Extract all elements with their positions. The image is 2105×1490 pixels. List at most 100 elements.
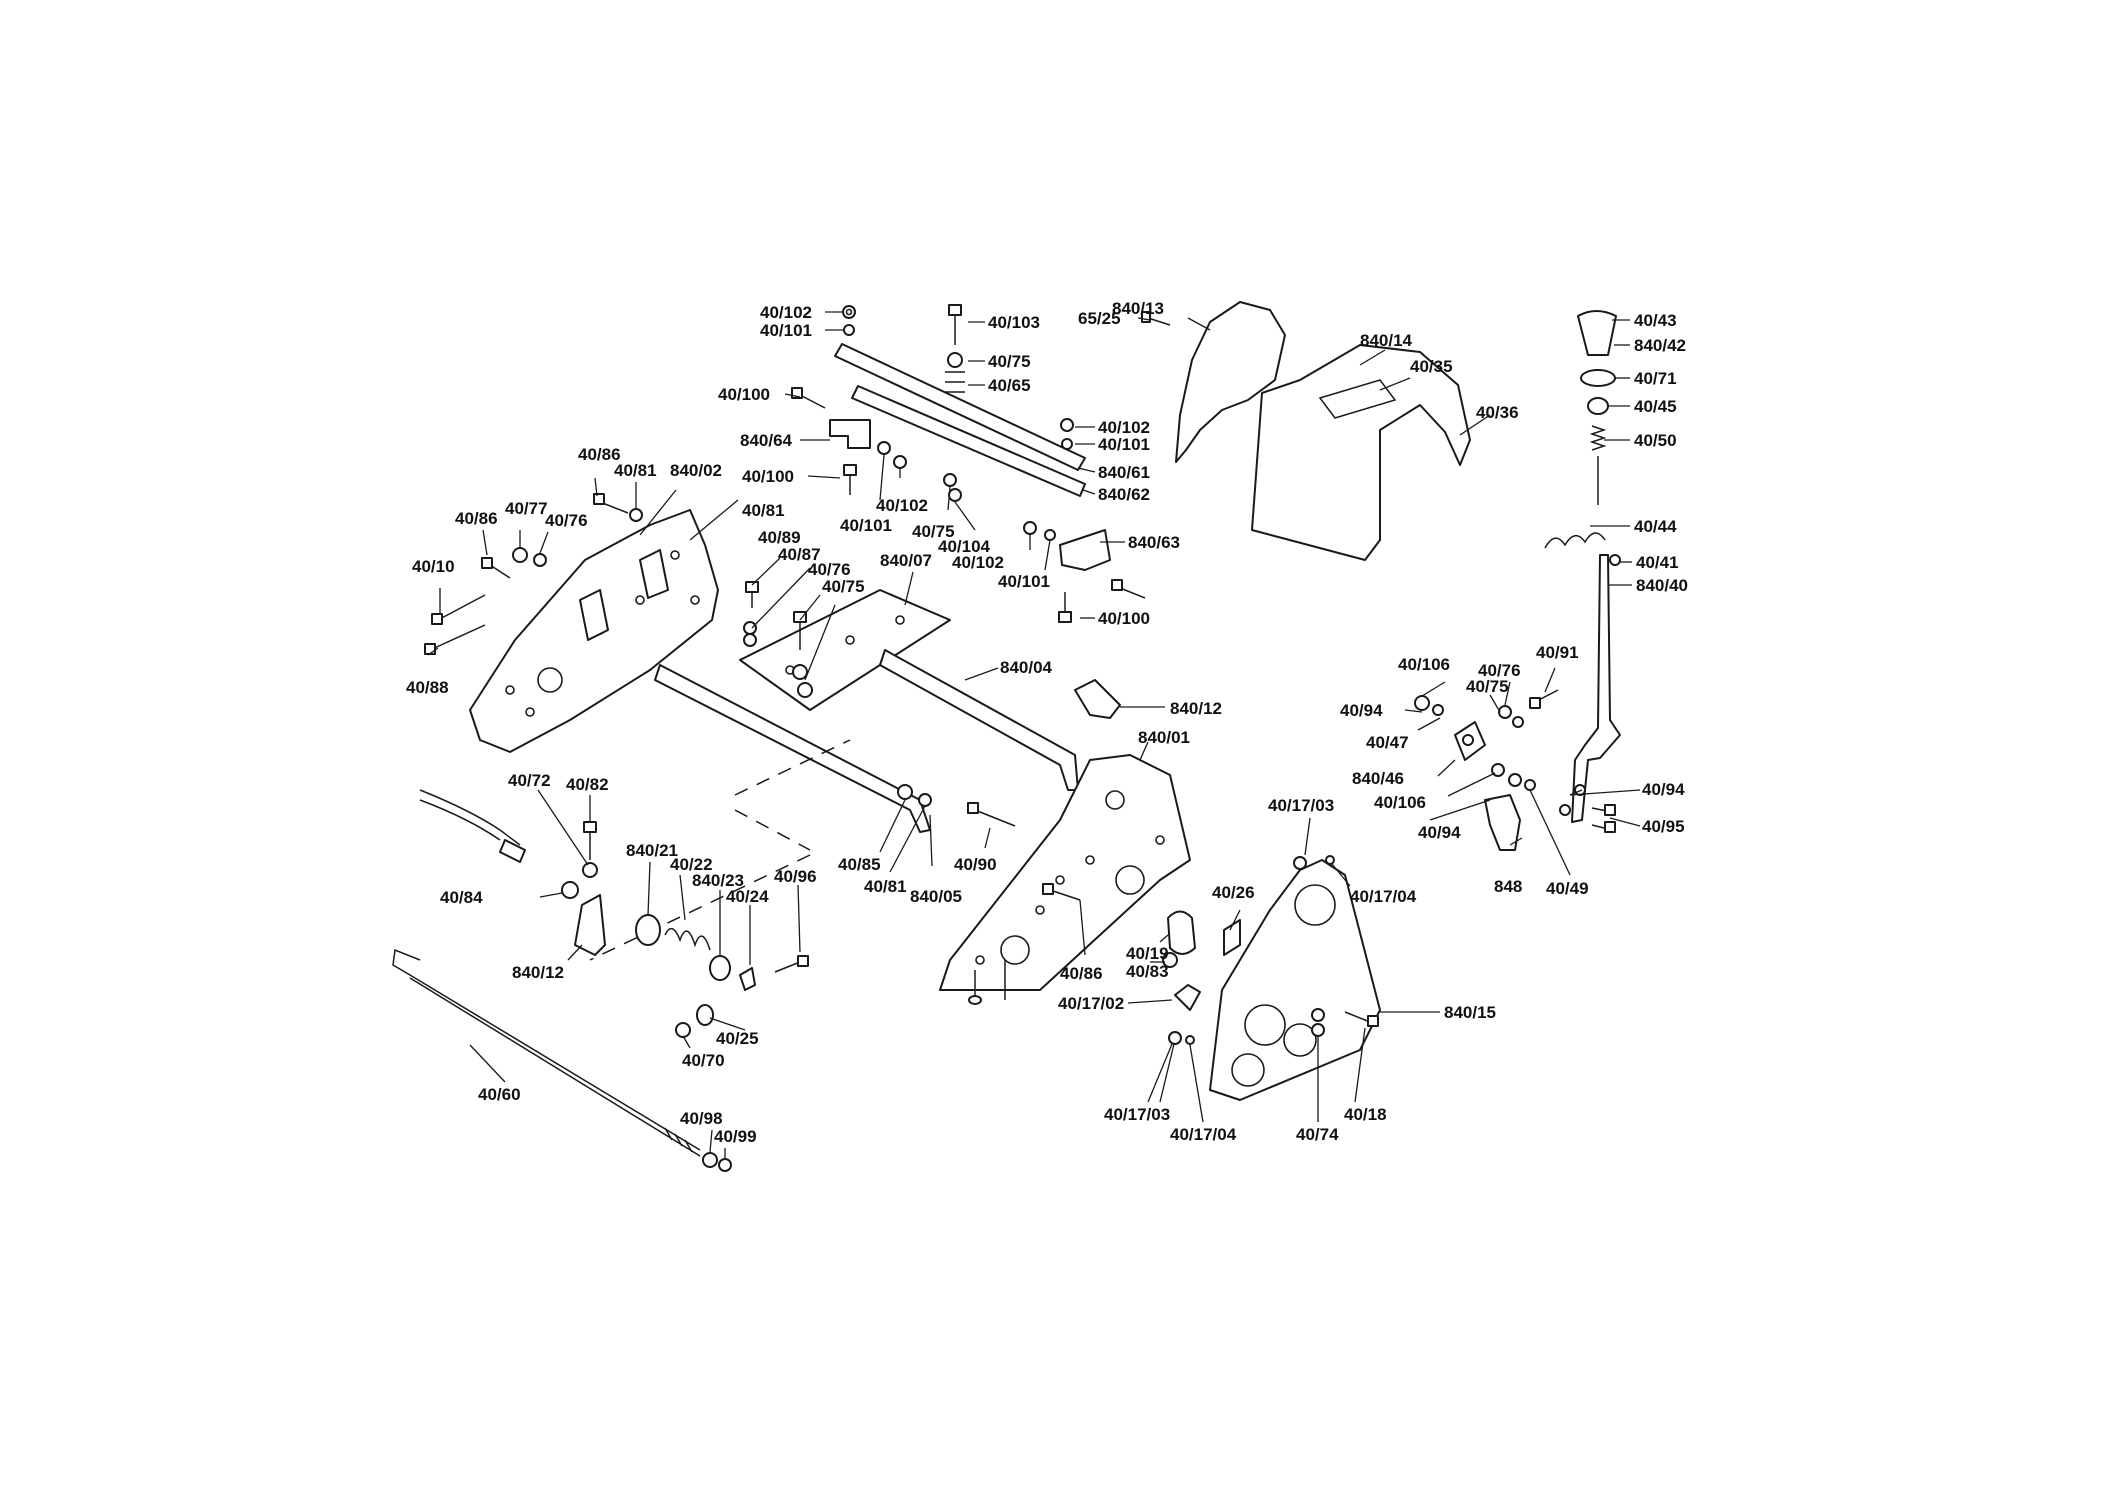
label-40-100: 40/100 <box>742 467 794 486</box>
sleeve-40-25 <box>696 1004 714 1026</box>
label-40-36: 40/36 <box>1476 403 1519 422</box>
bracket-840-12-lower <box>574 894 606 956</box>
label-40-77: 40/77 <box>505 499 548 518</box>
label-40-71: 40/71 <box>1634 369 1677 388</box>
label-40-49: 40/49 <box>1546 879 1589 898</box>
label-40-102: 40/102 <box>952 553 1004 572</box>
spring-40-22 <box>664 927 711 951</box>
parts-drawing <box>392 301 1621 1172</box>
label-40-99: 40/99 <box>714 1127 757 1146</box>
label-840-40: 840/40 <box>1636 576 1688 595</box>
label-40-82: 40/82 <box>566 775 609 794</box>
pawl-848 <box>1484 794 1521 851</box>
label-40-88: 40/88 <box>406 678 449 697</box>
label-848: 848 <box>1494 877 1522 896</box>
label-40-75: 40/75 <box>988 352 1031 371</box>
label-40-94: 40/94 <box>1340 701 1383 720</box>
cover-plate-40-35 <box>1318 379 1397 419</box>
label-840-61: 840/61 <box>1098 463 1150 482</box>
label-40-17-04: 40/17/04 <box>1170 1125 1237 1144</box>
side-plate-840-01 <box>939 754 1191 991</box>
label-40-85: 40/85 <box>838 855 881 874</box>
label-40-91: 40/91 <box>1536 643 1579 662</box>
knob-840-42 <box>1577 310 1617 356</box>
label-40-101: 40/101 <box>760 321 812 340</box>
label-40-25: 40/25 <box>716 1029 759 1048</box>
label-840-23: 840/23 <box>692 871 744 890</box>
bracket-840-64 <box>829 419 871 449</box>
label-840-42: 840/42 <box>1634 336 1686 355</box>
label-40-50: 40/50 <box>1634 431 1677 450</box>
angle-840-04 <box>879 649 1079 791</box>
clip-40-17-02 <box>1174 984 1201 1011</box>
spring-40-50 <box>1589 425 1607 451</box>
label-840-13: 840/13 <box>1112 299 1164 318</box>
label-40-75: 40/75 <box>1466 677 1509 696</box>
label-840-15: 840/15 <box>1444 1003 1496 1022</box>
label-40-70: 40/70 <box>682 1051 725 1070</box>
label-840-62: 840/62 <box>1098 485 1150 504</box>
bar-840-61 <box>834 343 1086 471</box>
label-40-81: 40/81 <box>864 877 907 896</box>
label-40-19: 40/19 <box>1126 944 1169 963</box>
hardware <box>424 304 1621 1172</box>
label-40-95: 40/95 <box>1642 817 1685 836</box>
label-40-94: 40/94 <box>1642 780 1685 799</box>
label-40-44: 40/44 <box>1634 517 1677 536</box>
label-40-24: 40/24 <box>726 887 769 906</box>
label-840-64: 840/64 <box>740 431 793 450</box>
cap-840-23 <box>709 955 731 981</box>
label-40-86: 40/86 <box>455 509 498 528</box>
nut-40-45 <box>1587 397 1609 415</box>
label-40-47: 40/47 <box>1366 733 1409 752</box>
label-40-86: 40/86 <box>578 445 621 464</box>
label-40-101: 40/101 <box>998 572 1050 591</box>
lever-840-40 <box>1571 554 1621 823</box>
label-40-10: 40/10 <box>412 557 455 576</box>
label-840-05: 840/05 <box>910 887 962 906</box>
label-40-101: 40/101 <box>1098 435 1150 454</box>
label-40-74: 40/74 <box>1296 1125 1339 1144</box>
label-40-65: 40/65 <box>988 376 1031 395</box>
label-40-90: 40/90 <box>954 855 997 874</box>
label-40-76: 40/76 <box>545 511 588 530</box>
label-40-86: 40/86 <box>1060 964 1103 983</box>
label-40-76: 40/76 <box>1478 661 1521 680</box>
cover-840-14 <box>1251 344 1471 561</box>
clip-40-24 <box>739 967 756 991</box>
label-40-17-03: 40/17/03 <box>1104 1105 1170 1124</box>
label-40-41: 40/41 <box>1636 553 1679 572</box>
label-40-84: 40/84 <box>440 888 483 907</box>
label-40-96: 40/96 <box>774 867 817 886</box>
label-40-101: 40/101 <box>840 516 892 535</box>
washer-40-71 <box>1580 369 1616 387</box>
label-40-103: 40/103 <box>988 313 1040 332</box>
label-65-25: 65/25 <box>1078 309 1121 328</box>
label-40-76: 40/76 <box>808 560 851 579</box>
label-40-17-02: 40/17/02 <box>1058 994 1124 1013</box>
label-40-22: 40/22 <box>670 855 713 874</box>
label-840-07: 840/07 <box>880 551 932 570</box>
bracket-840-12-upper <box>1074 679 1121 719</box>
label-40-106: 40/106 <box>1374 793 1426 812</box>
label-40-94: 40/94 <box>1418 823 1461 842</box>
label-40-81: 40/81 <box>614 461 657 480</box>
ring-840-21 <box>635 914 661 946</box>
label-840-12: 840/12 <box>512 963 564 982</box>
label-40-26: 40/26 <box>1212 883 1255 902</box>
label-840-63: 840/63 <box>1128 533 1180 552</box>
label-840-21: 840/21 <box>626 841 678 860</box>
label-840-01: 840/01 <box>1138 728 1190 747</box>
label-40-17-04: 40/17/04 <box>1350 887 1417 906</box>
label-40-17-03: 40/17/03 <box>1268 796 1334 815</box>
bushing-40-19 <box>1167 910 1196 955</box>
part-labels: 40/102 40/101 40/103 40/75 40/65 40/100 … <box>406 299 1688 1146</box>
label-40-98: 40/98 <box>680 1109 723 1128</box>
label-40-100: 40/100 <box>1098 609 1150 628</box>
label-40-43: 40/43 <box>1634 311 1677 330</box>
label-40-102: 40/102 <box>1098 418 1150 437</box>
label-40-104: 40/104 <box>938 537 991 556</box>
label-40-72: 40/72 <box>508 771 551 790</box>
label-40-45: 40/45 <box>1634 397 1677 416</box>
